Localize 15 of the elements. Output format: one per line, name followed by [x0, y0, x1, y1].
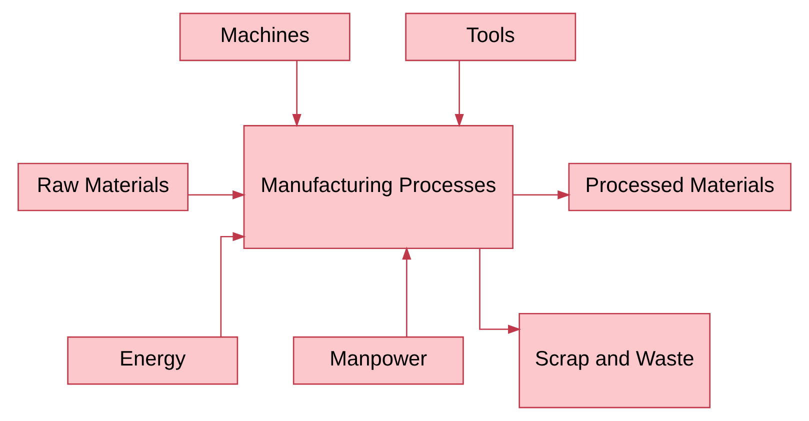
node-box: Manpower: [292, 336, 464, 385]
arrow: [220, 232, 246, 337]
node-box: Machines: [179, 12, 350, 62]
arrow: [454, 60, 464, 128]
node-box: Processed Materials: [568, 162, 792, 212]
node-box: Energy: [67, 336, 238, 385]
arrow: [479, 248, 522, 334]
arrow: [188, 190, 246, 200]
arrow: [512, 190, 571, 200]
node-box: Tools: [405, 12, 576, 62]
node-box: Manufacturing Processes: [243, 125, 514, 249]
node-box: Raw Materials: [18, 162, 189, 212]
arrow: [402, 246, 412, 337]
arrow: [292, 60, 302, 128]
node-box: Scrap and Waste: [518, 312, 711, 408]
